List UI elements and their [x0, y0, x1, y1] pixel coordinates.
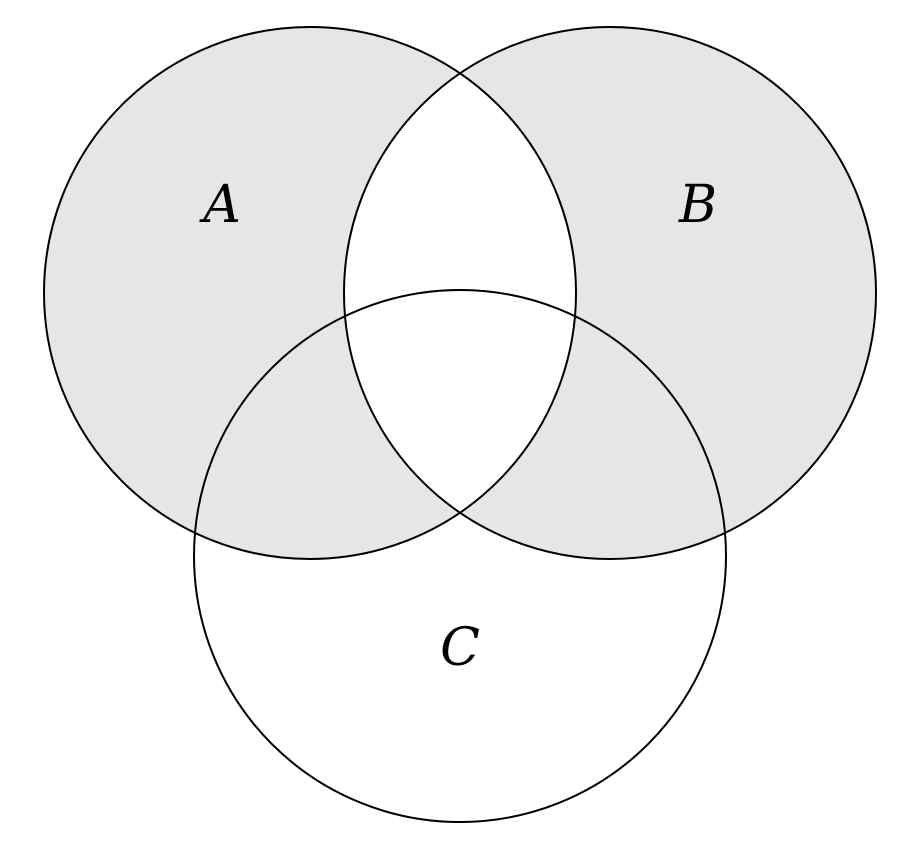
set-circle-a[interactable] — [43, 26, 577, 560]
set-circle-b[interactable] — [343, 26, 877, 560]
set-label-c: C — [440, 618, 480, 678]
set-outlines — [43, 26, 877, 823]
set-label-b: B — [678, 175, 717, 235]
set-label-a: A — [199, 175, 241, 235]
set-labels: A B C — [199, 175, 717, 678]
set-circle-c[interactable] — [193, 289, 727, 823]
